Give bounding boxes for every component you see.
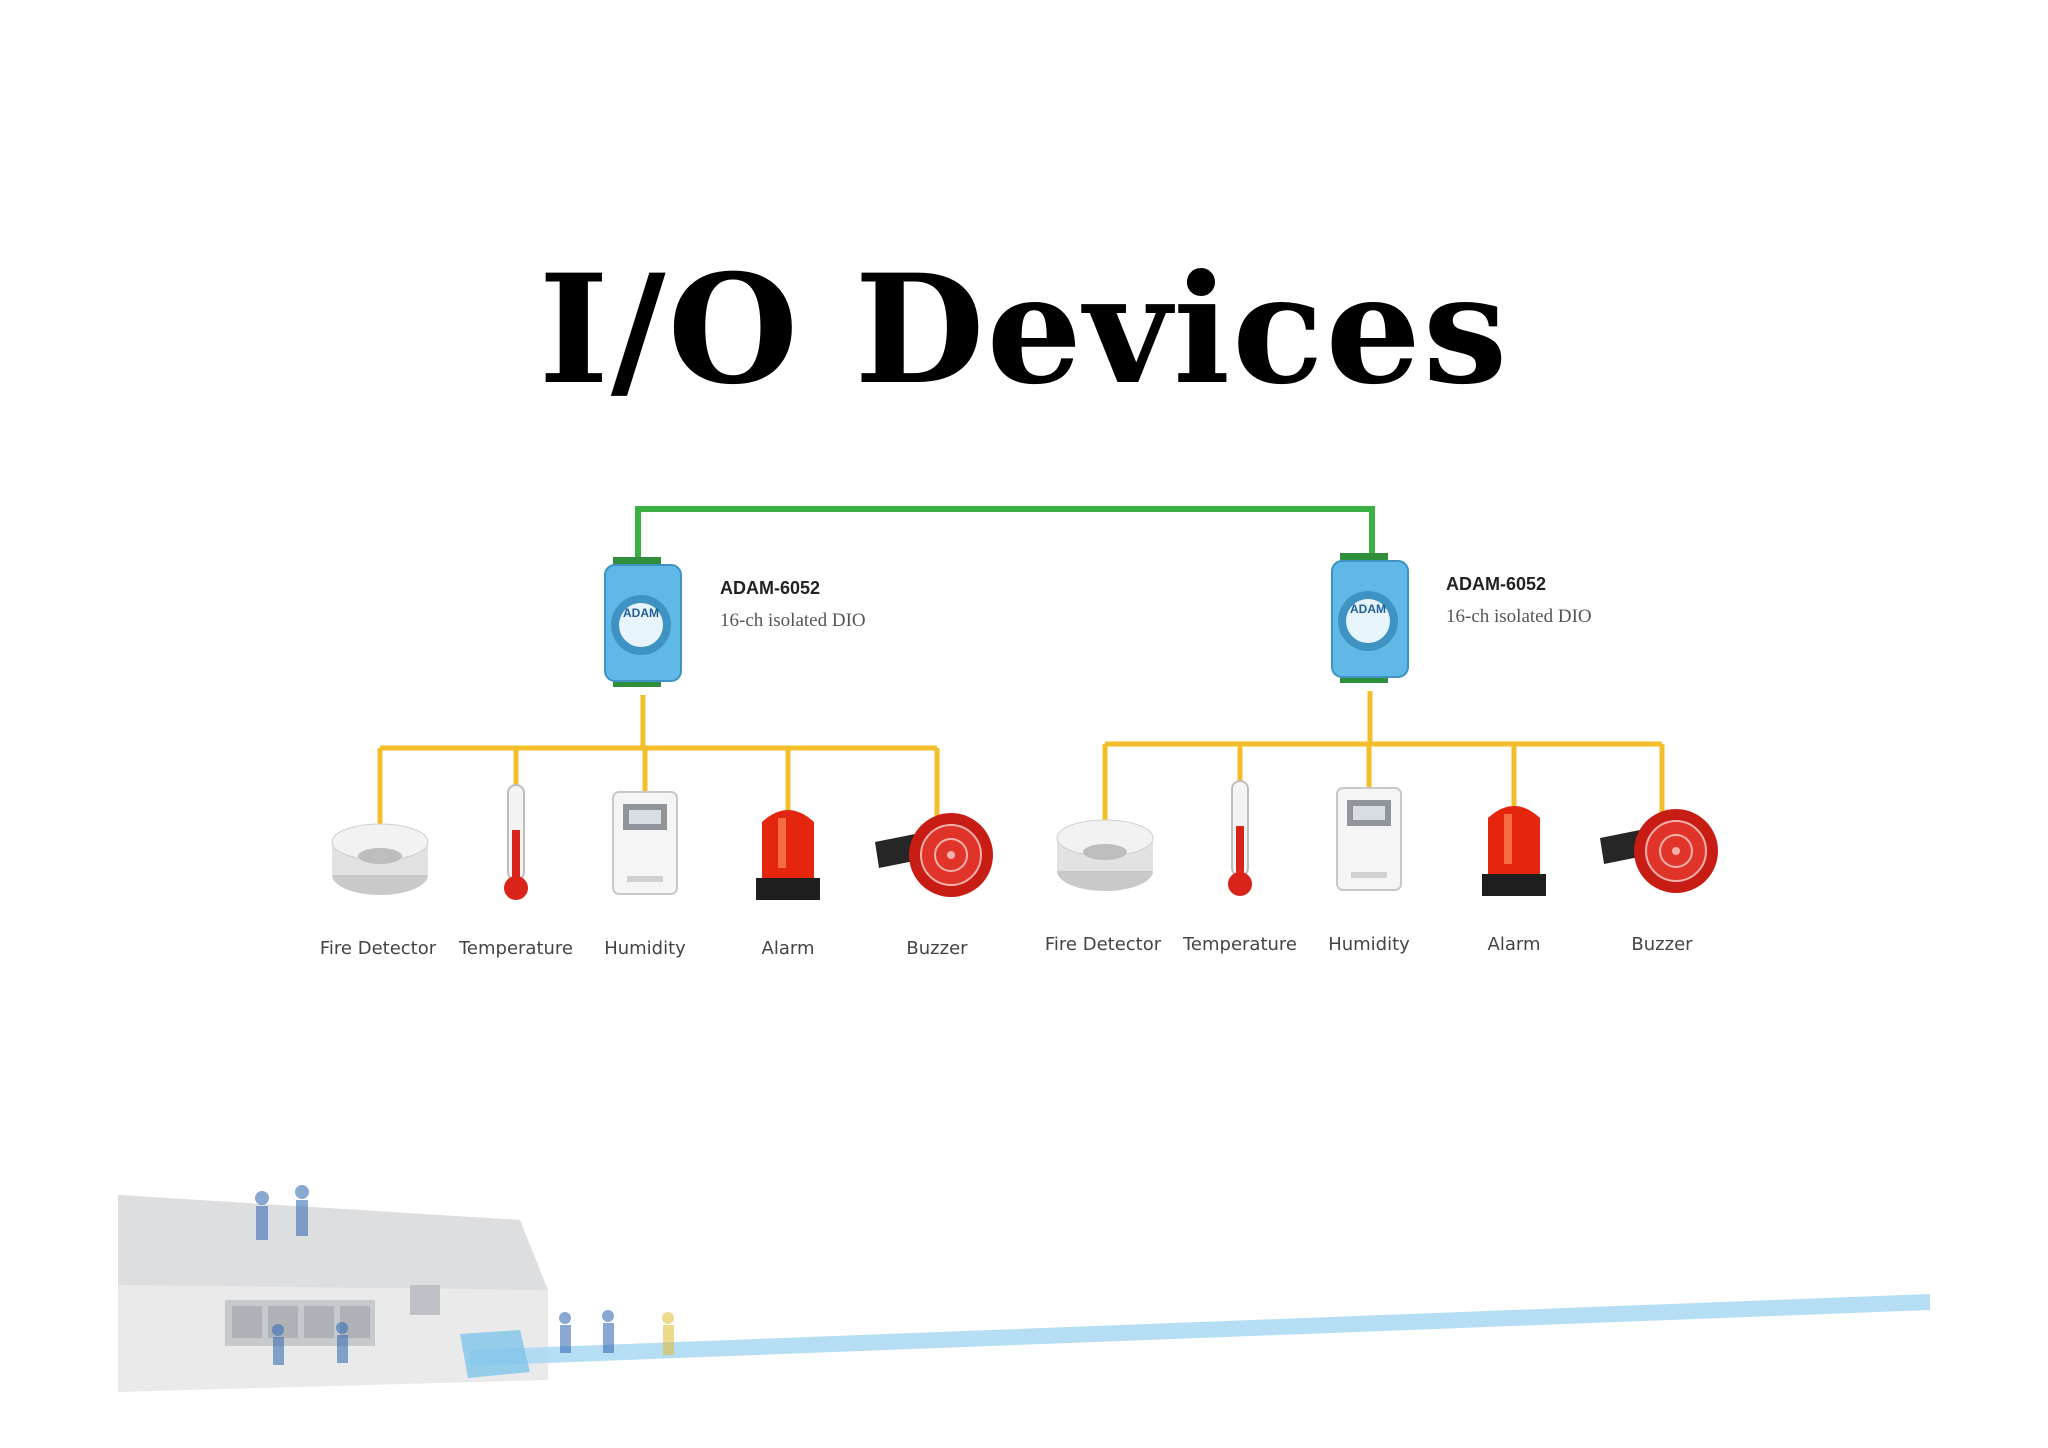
network-link <box>635 506 1375 560</box>
adam-module: ADAM <box>604 557 682 687</box>
network-cable-illustration <box>460 1294 1930 1378</box>
thermometer-icon <box>1228 780 1252 896</box>
buzzer-icon <box>1600 809 1718 893</box>
device-label: Alarm <box>1487 934 1541 955</box>
thermometer-icon <box>504 784 528 900</box>
smoke-detector-icon <box>1056 819 1154 891</box>
device-label: Temperature <box>458 938 574 959</box>
humidity-sensor-icon <box>612 791 678 895</box>
smoke-detector-icon <box>331 823 429 895</box>
alarm-beacon-icon <box>756 810 820 900</box>
page-title: I/O Devices <box>538 242 1510 418</box>
module-description: 16-ch isolated DIO <box>1446 606 1592 627</box>
router-illustration <box>118 1195 548 1392</box>
buzzer-icon <box>875 813 993 897</box>
humidity-sensor-icon <box>1336 787 1402 891</box>
alarm-beacon-icon <box>1482 806 1546 896</box>
module-name: ADAM-6052 <box>1446 574 1547 594</box>
device-label: Buzzer <box>906 938 968 959</box>
device-label: Fire Detector <box>1044 934 1162 955</box>
device-label: Fire Detector <box>319 938 437 959</box>
device-label: Humidity <box>1328 934 1410 955</box>
module-badge: ADAM <box>1350 602 1386 616</box>
device-label: Alarm <box>761 938 815 959</box>
device-label: Temperature <box>1182 934 1298 955</box>
device-label: Buzzer <box>1631 934 1693 955</box>
device-label: Humidity <box>604 938 686 959</box>
module-description: 16-ch isolated DIO <box>720 610 866 631</box>
worker-figures <box>255 1185 674 1365</box>
adam-module: ADAM <box>1331 553 1409 683</box>
module-name: ADAM-6052 <box>720 578 821 598</box>
module-badge: ADAM <box>623 606 659 620</box>
